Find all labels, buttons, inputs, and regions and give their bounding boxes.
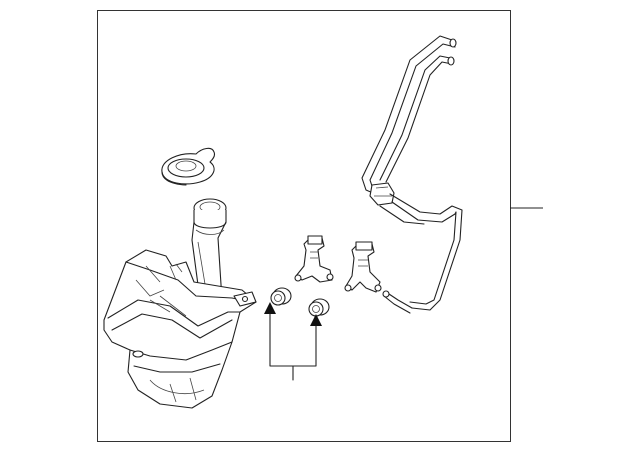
pump-grommet-right xyxy=(308,298,330,317)
washer-pump-left xyxy=(294,235,334,283)
arrowhead-right xyxy=(310,314,322,326)
pump-grommet-left xyxy=(270,287,292,306)
grommet-bracket-callout xyxy=(264,302,322,381)
arrowhead-left xyxy=(264,302,276,314)
filler-cap xyxy=(161,147,216,186)
diagram-frame xyxy=(97,10,511,442)
washer-hose xyxy=(361,35,463,314)
washer-pump-right xyxy=(344,241,382,293)
washer-fluid-reservoir xyxy=(103,249,257,409)
